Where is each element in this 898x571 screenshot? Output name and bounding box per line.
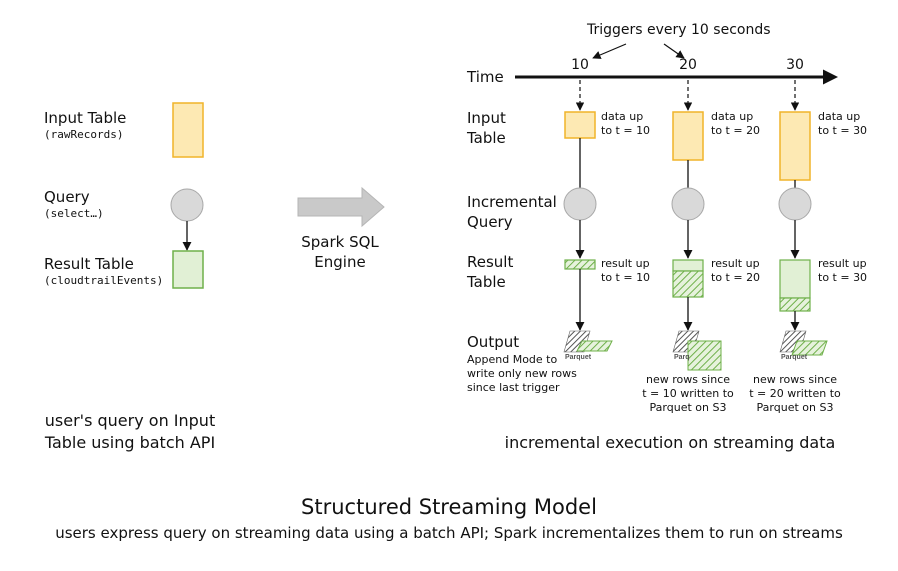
result-table-t30-prev — [779, 259, 811, 299]
result-note-t20-line1: result up — [711, 257, 760, 270]
parquet-new-rows-t10 — [576, 340, 613, 352]
query-node-t10 — [563, 187, 597, 221]
input-table-t30 — [779, 111, 811, 181]
result-note-t20-line2: to t = 20 — [711, 271, 761, 284]
trigger-pointer-10 — [592, 43, 627, 59]
left-caption-line2: Table using batch API — [44, 433, 216, 452]
footer-title: Structured Streaming Model — [301, 495, 597, 519]
input-table-t10 — [564, 111, 596, 139]
row-result-label-2: Table — [467, 273, 506, 291]
result-note-t30-line2: to t = 30 — [818, 271, 868, 284]
data-note-t10-line1: data up — [601, 110, 644, 123]
new-rows-t30-line2: t = 20 written to — [749, 387, 841, 400]
parquet-label-t20: Parq — [674, 354, 690, 361]
left-input-title: Input Table — [44, 109, 127, 127]
data-note-t10-line2: to t = 10 — [601, 124, 651, 137]
query-node-t20 — [671, 187, 705, 221]
left-batch-diagram — [170, 102, 204, 289]
right-caption: incremental execution on streaming data — [504, 433, 836, 452]
column-t20 — [671, 80, 722, 371]
parquet-new-rows-t30 — [791, 340, 828, 356]
left-caption-line1: user's query on Input — [44, 411, 216, 430]
engine-label-line1: Spark SQL — [301, 233, 379, 251]
result-table-t30-new — [779, 297, 811, 312]
footer-subtitle: users express query on streaming data us… — [55, 524, 843, 542]
tick-30: 30 — [786, 57, 804, 73]
time-label: Time — [467, 68, 504, 86]
trigger-pointer-20 — [663, 43, 685, 59]
left-result-sub: (cloudtrailEvents) — [44, 274, 164, 287]
row-output-label: Output — [467, 333, 520, 351]
result-table-t10 — [564, 259, 596, 270]
output-desc-line2: write only new rows — [467, 367, 577, 380]
new-rows-t20-line2: t = 10 written to — [642, 387, 734, 400]
output-desc-line1: Append Mode to — [467, 353, 558, 366]
left-result-title: Result Table — [44, 255, 134, 273]
parquet-new-rows-t20 — [687, 340, 722, 371]
left-input-sub: (rawRecords) — [44, 128, 124, 141]
query-node-t30 — [778, 187, 812, 221]
row-query-label-2: Query — [467, 213, 513, 231]
tick-20: 20 — [679, 57, 697, 73]
tick-10: 10 — [571, 57, 589, 73]
result-table-t20-new — [672, 270, 704, 298]
parquet-label-t30: Parquet — [781, 354, 808, 361]
new-rows-t30-line1: new rows since — [752, 373, 838, 386]
data-note-t30-line2: to t = 30 — [818, 124, 868, 137]
result-note-t30-line1: result up — [818, 257, 867, 270]
input-table-t20 — [672, 111, 704, 161]
data-note-t20-line2: to t = 20 — [711, 124, 761, 137]
left-query-node — [170, 188, 204, 222]
new-rows-t20-line3: Parquet on S3 — [649, 401, 727, 414]
row-input-label-1: Input — [467, 109, 506, 127]
new-rows-t20-line1: new rows since — [645, 373, 731, 386]
row-input-label-2: Table — [467, 129, 506, 147]
triggers-label: Triggers every 10 seconds — [587, 22, 771, 38]
engine-arrow — [297, 186, 385, 228]
parquet-label-t10: Parquet — [565, 354, 592, 361]
new-rows-t30-line3: Parquet on S3 — [756, 401, 834, 414]
engine-label-line2: Engine — [314, 253, 366, 271]
row-query-label-1: Incremental — [467, 193, 557, 211]
column-t30 — [778, 80, 828, 356]
result-table-t20-prev — [672, 259, 704, 272]
left-query-title: Query — [44, 188, 90, 206]
output-desc-line3: since last trigger — [467, 381, 560, 394]
row-result-label-1: Result — [467, 253, 514, 271]
left-result-table — [172, 250, 204, 289]
data-note-t20-line1: data up — [711, 110, 754, 123]
left-input-table — [172, 102, 204, 158]
result-note-t10-line2: to t = 10 — [601, 271, 651, 284]
result-note-t10-line1: result up — [601, 257, 650, 270]
column-t10 — [563, 80, 613, 353]
left-query-sub: (select…) — [44, 207, 104, 220]
data-note-t30-line1: data up — [818, 110, 861, 123]
